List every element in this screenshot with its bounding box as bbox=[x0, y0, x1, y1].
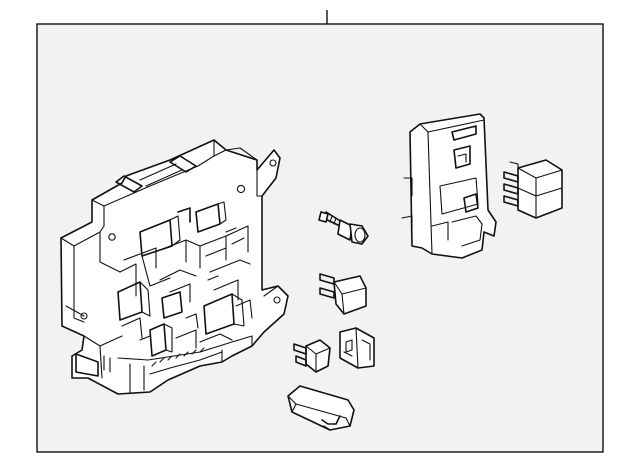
blade-fuse[interactable] bbox=[339, 327, 375, 369]
fuse-puller[interactable] bbox=[287, 385, 355, 431]
relay-block[interactable] bbox=[503, 159, 563, 219]
bolt[interactable] bbox=[318, 211, 369, 245]
relay-cover[interactable] bbox=[401, 113, 497, 259]
fuse-relay-box[interactable] bbox=[60, 139, 289, 395]
mini-fuse[interactable] bbox=[293, 339, 331, 373]
relay-small[interactable] bbox=[319, 273, 367, 315]
